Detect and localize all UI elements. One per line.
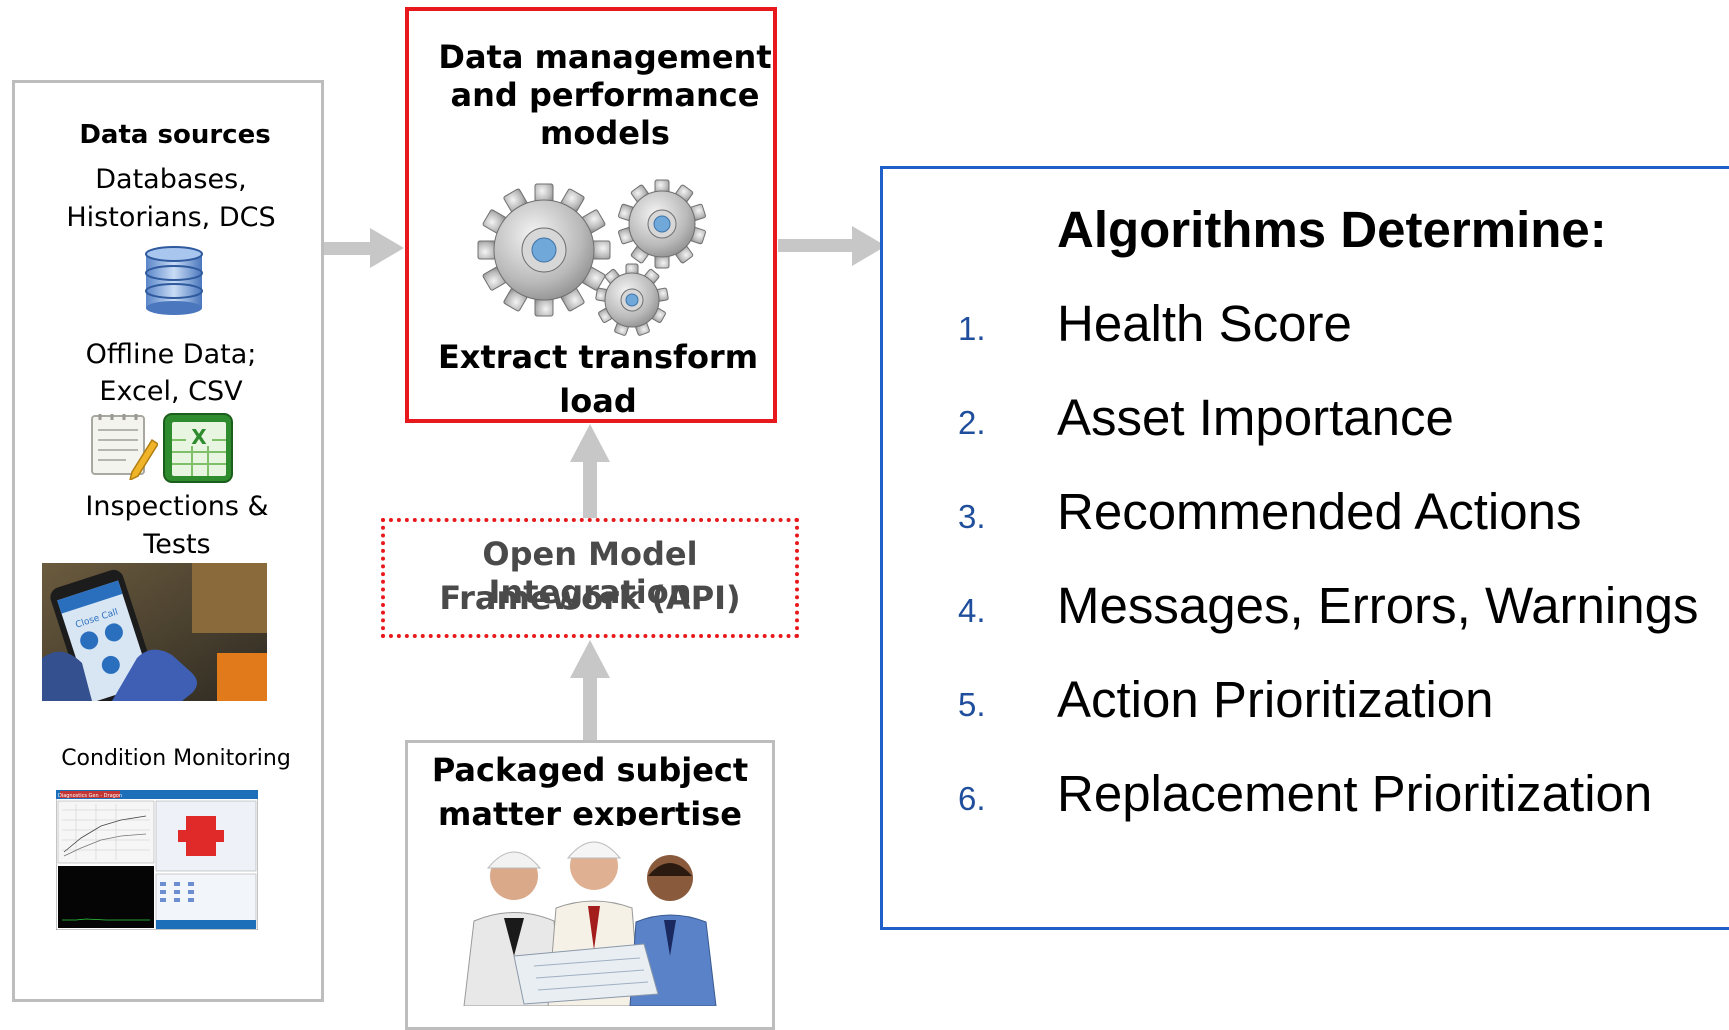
- algorithm-item-num: 1.: [958, 310, 986, 347]
- databases-line1: Databases,: [95, 164, 247, 195]
- excel-icon: X: [163, 413, 233, 483]
- data-management-line3: models: [540, 114, 670, 152]
- api-framework-box: [381, 518, 799, 638]
- data-management-line1: Data management: [438, 38, 772, 76]
- algorithm-item-num: 6.: [958, 780, 986, 817]
- inspections-line2: Tests: [143, 529, 211, 560]
- api-line2: Framework (API): [439, 579, 741, 617]
- data-sources-heading: Data sources: [79, 120, 271, 150]
- data-management-line2: and performance: [450, 76, 760, 114]
- engineers-photo: [444, 826, 744, 1006]
- phone-inspection-photo: Close Call: [42, 563, 267, 701]
- algorithm-item-label: Recommended Actions: [1057, 483, 1582, 540]
- algorithms-box: [880, 166, 1729, 930]
- condition-monitoring-screenshot: Diagnostics Gen - Dragon: [56, 790, 258, 930]
- api-line1: Open Model Integration: [482, 535, 698, 611]
- databases-line2: Historians, DCS: [66, 202, 276, 233]
- etl-line1: Extract transform: [437, 338, 759, 376]
- arrow-sources-to-models: [322, 228, 404, 268]
- inspections-line1: Inspections &: [85, 491, 269, 522]
- etl-line2: load: [559, 382, 637, 420]
- algorithm-item-label: Asset Importance: [1057, 389, 1454, 446]
- algorithm-item-label: Messages, Errors, Warnings: [1057, 577, 1699, 634]
- algorithm-item-label: Action Prioritization: [1057, 671, 1494, 728]
- gears-icon: [477, 179, 706, 336]
- svg-text:X: X: [191, 425, 207, 449]
- algorithm-item-label: Replacement Prioritization: [1057, 765, 1653, 822]
- notepad-icon: [91, 414, 158, 480]
- algorithm-item-num: 2.: [958, 404, 986, 441]
- algorithm-item-num: 4.: [958, 592, 986, 629]
- algorithm-item-num: 3.: [958, 498, 986, 535]
- algorithm-item-num: 5.: [958, 686, 986, 723]
- arrow-expertise-to-api: [570, 640, 610, 742]
- monitor-title: Diagnostics Gen - Dragon: [58, 793, 122, 799]
- arrow-api-to-models: [570, 424, 610, 520]
- database-icon: [145, 246, 203, 315]
- condition-monitoring-label: Condition Monitoring: [61, 746, 291, 771]
- offline-line2: Excel, CSV: [99, 376, 243, 407]
- expertise-line1: Packaged subject: [431, 751, 749, 789]
- algorithm-item-label: Health Score: [1057, 295, 1352, 352]
- arrow-models-to-algorithms: [778, 226, 886, 266]
- offline-line1: Offline Data;: [85, 339, 257, 370]
- algorithms-title: Algorithms Determine:: [1057, 201, 1607, 258]
